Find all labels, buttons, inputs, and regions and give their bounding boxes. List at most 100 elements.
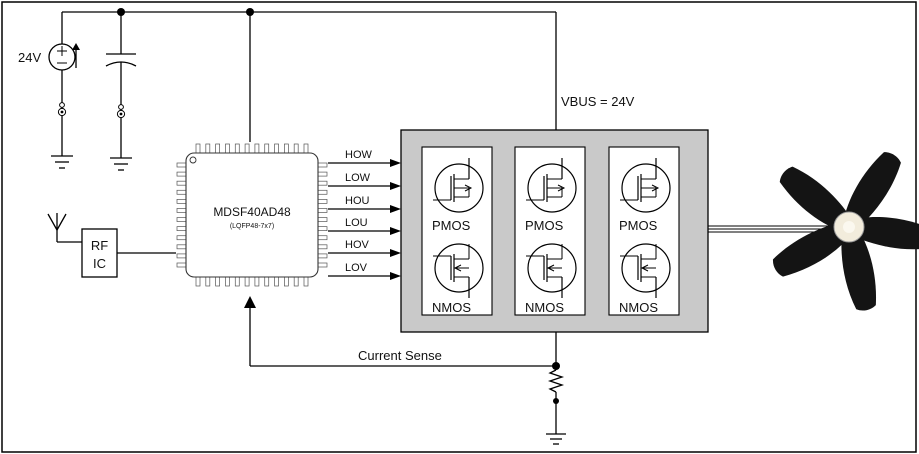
pmos-transistor-icon bbox=[433, 158, 484, 213]
chip-pin bbox=[225, 276, 230, 287]
current-arrow-icon bbox=[72, 43, 80, 50]
chip-pin bbox=[254, 143, 260, 154]
arrow-up-icon bbox=[244, 296, 256, 308]
chip-pin bbox=[317, 235, 328, 241]
chip-pins bbox=[176, 143, 328, 287]
chip-pin bbox=[176, 217, 187, 222]
ground-icon bbox=[110, 157, 132, 171]
chip-pin bbox=[215, 276, 220, 287]
chip-pin bbox=[176, 262, 187, 268]
chip-pin bbox=[205, 143, 211, 154]
gate-signals: HOW LOW HOU LOU HOV LOV bbox=[328, 149, 401, 280]
chip-pin bbox=[195, 276, 201, 287]
signal-label: LOV bbox=[345, 262, 368, 274]
chip-pin bbox=[234, 143, 240, 154]
arrow-right-icon bbox=[390, 272, 401, 280]
nmos-transistor-icon bbox=[526, 243, 577, 298]
chip-pin bbox=[317, 171, 328, 177]
chip-pin bbox=[317, 199, 328, 204]
arrow-right-icon bbox=[390, 159, 401, 167]
chip-package: (LQFP48-7x7) bbox=[230, 223, 274, 230]
fan-blade bbox=[848, 217, 919, 250]
chip-pin bbox=[264, 143, 270, 154]
rf-ic-label-line1: RF bbox=[91, 238, 108, 253]
chip-pin bbox=[176, 244, 187, 250]
vbus-label: VBUS = 24V bbox=[561, 94, 635, 109]
rf-ic-label-line2: IC bbox=[93, 256, 106, 271]
signal-label: HOU bbox=[345, 195, 370, 207]
antenna bbox=[47, 213, 82, 243]
chip-pin bbox=[317, 244, 328, 250]
chip-pin bbox=[176, 189, 187, 195]
chip-pin bbox=[317, 253, 328, 259]
arrow-right-icon bbox=[390, 249, 401, 257]
chip-name: MDSF40AD48 bbox=[213, 205, 291, 219]
chip-pin bbox=[284, 276, 289, 287]
motor-phase-wires bbox=[708, 225, 833, 233]
chip-pin bbox=[317, 189, 328, 195]
chip-pin bbox=[317, 262, 328, 268]
rf-ic-box bbox=[81, 228, 118, 278]
nmos-transistor-icon bbox=[433, 243, 484, 298]
vbus-rail bbox=[62, 8, 557, 142]
pmos-label: PMOS bbox=[619, 218, 658, 233]
arrow-right-icon bbox=[390, 182, 401, 190]
mcu-chip: MDSF40AD48 (LQFP48-7x7) bbox=[176, 143, 328, 287]
chip-pin bbox=[293, 143, 299, 154]
chip-pin bbox=[176, 199, 187, 204]
chip-pin bbox=[254, 276, 260, 287]
chip-pin bbox=[244, 143, 250, 154]
chip-pin bbox=[317, 208, 328, 213]
pmos-transistor-icon bbox=[620, 158, 671, 213]
ground-icon bbox=[51, 155, 73, 169]
nmos-label: NMOS bbox=[432, 300, 471, 315]
fan-blade bbox=[843, 152, 901, 231]
chip-pin bbox=[244, 276, 250, 287]
chip-pin bbox=[284, 143, 289, 154]
signal-label: HOV bbox=[345, 239, 370, 251]
nmos-label: NMOS bbox=[525, 300, 564, 315]
current-sense-label: Current Sense bbox=[358, 348, 442, 363]
source-voltage-label: 24V bbox=[18, 50, 41, 65]
chip-pin bbox=[264, 276, 270, 287]
bulk-capacitor bbox=[105, 12, 137, 171]
chip-pin bbox=[317, 180, 328, 186]
chip-pin bbox=[215, 143, 220, 154]
nmos-label: NMOS bbox=[619, 300, 658, 315]
pin1-marker-icon bbox=[189, 156, 197, 164]
signal-label: LOU bbox=[345, 217, 368, 229]
arrow-right-icon bbox=[390, 227, 401, 235]
chip-pin bbox=[176, 171, 187, 177]
pmos-label: PMOS bbox=[525, 218, 564, 233]
pmos-transistor-icon bbox=[526, 158, 577, 213]
chip-pin bbox=[234, 276, 240, 287]
fan-motor bbox=[772, 152, 919, 311]
pmos-label: PMOS bbox=[432, 218, 471, 233]
chip-pin bbox=[303, 143, 309, 154]
chip-pin bbox=[176, 253, 187, 259]
current-sense-path bbox=[244, 296, 566, 445]
chip-pin bbox=[303, 276, 309, 287]
chip-pin bbox=[274, 143, 279, 154]
voltage-source-24v bbox=[48, 12, 80, 169]
bridge-legs: PMOS NMOS PMOS NMOS PMOS NMOS bbox=[421, 146, 680, 316]
fan-blade bbox=[779, 166, 854, 233]
chip-pin bbox=[225, 143, 230, 154]
arrow-right-icon bbox=[390, 205, 401, 213]
signal-label: LOW bbox=[345, 172, 371, 184]
chip-pin bbox=[293, 276, 299, 287]
chip-pin bbox=[274, 276, 279, 287]
chip-pin bbox=[176, 208, 187, 213]
chip-pin bbox=[176, 235, 187, 241]
chip-pin bbox=[317, 162, 328, 168]
antenna-icon bbox=[47, 213, 67, 232]
chip-body bbox=[185, 152, 319, 278]
shunt-resistor-icon bbox=[547, 369, 565, 393]
chip-pin bbox=[205, 276, 211, 287]
fan-blade bbox=[772, 220, 853, 277]
chip-pin bbox=[176, 162, 187, 168]
chip-pin bbox=[176, 226, 187, 231]
signal-label: HOW bbox=[345, 149, 373, 161]
